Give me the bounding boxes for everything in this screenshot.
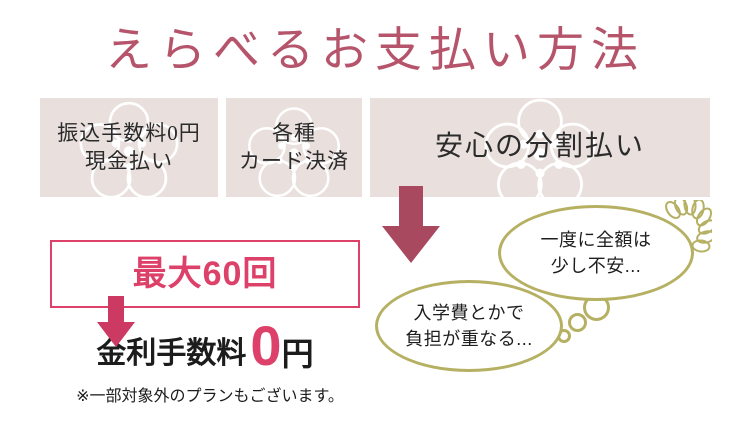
feature-line-1: 安心の分割払い — [434, 131, 645, 163]
arrow-down-icon — [382, 186, 440, 263]
thought-bubble-tuition-burden: 入学費とかで 負担が重なる... — [375, 280, 563, 372]
interest-fee-number: 0 — [250, 314, 282, 377]
bubble-text: 一度に全額は 少し不安... — [541, 227, 652, 279]
feature-line-2: 現金払い — [85, 148, 173, 173]
chrysanthemum-fan-icon — [665, 200, 712, 253]
feature-box-installment: 安心の分割払い — [370, 98, 710, 197]
interest-fee-label: 金利手数料 — [96, 337, 247, 370]
feature-line-2: カード決済 — [239, 148, 349, 173]
max-installments-box: 最大60回 — [50, 240, 360, 308]
page-title: えらべるお支払い方法 — [105, 25, 645, 77]
arrow-down-icon — [97, 296, 135, 347]
max-installments-label: 最大60回 — [132, 255, 278, 293]
interest-fee-unit: 円 — [281, 336, 314, 372]
feature-box-card-payment: 各種 カード決済 — [226, 98, 362, 197]
feature-box-label: 振込手数料0円 現金払い — [57, 120, 201, 175]
bubble-line-2: 負担が重なる... — [405, 329, 533, 349]
footnote-text: ※一部対象外のプランもございます。 — [76, 388, 344, 405]
feature-box-bank-transfer: 振込手数料0円 現金払い — [40, 98, 218, 197]
thought-tail-dot — [568, 313, 587, 332]
bubble-text: 入学費とかで 負担が重なる... — [405, 300, 533, 352]
thought-bubble-full-amount: 一度に全額は 少し不安... — [498, 205, 694, 301]
feature-box-row: 振込手数料0円 現金払い 各種 カード — [40, 98, 710, 197]
bubble-line-2: 少し不安... — [550, 256, 642, 276]
feature-line-1: 各種 — [272, 120, 316, 145]
feature-line-1: 振込手数料0円 — [57, 120, 201, 145]
bubble-line-1: 一度に全額は — [540, 229, 652, 250]
feature-box-label: 安心の分割払い — [435, 129, 645, 166]
interest-fee-line: 金利手数料 0 円 — [50, 318, 360, 374]
feature-box-label: 各種 カード決済 — [239, 120, 349, 175]
bubble-line-1: 入学費とかで — [413, 302, 525, 323]
